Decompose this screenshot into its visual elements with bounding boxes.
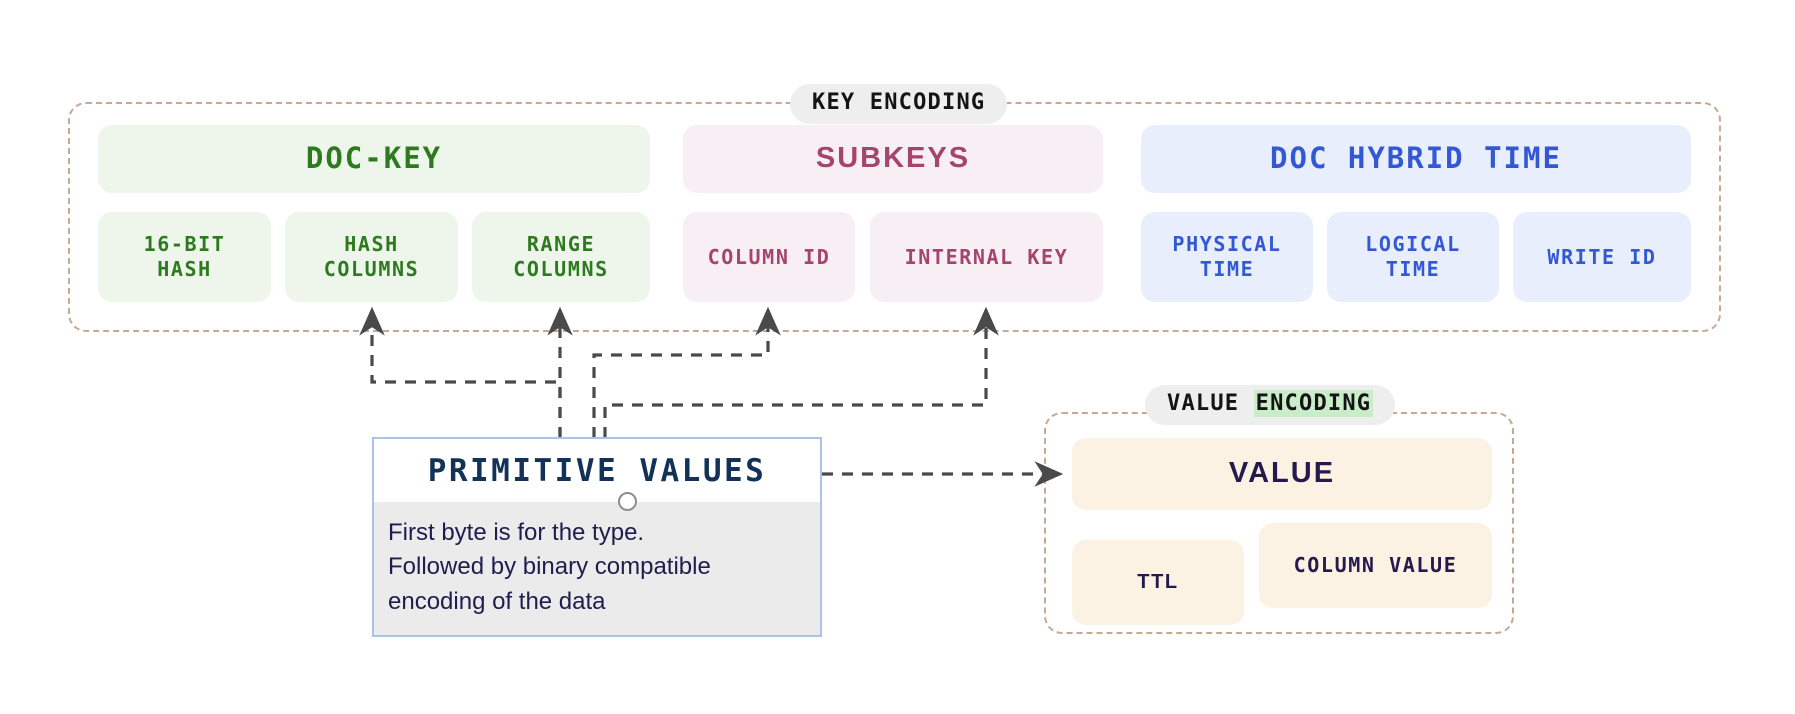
chip-internal-key-label: INTERNAL KEY [904, 244, 1069, 269]
subkeys-header[interactable]: SUBKEYS [683, 125, 1103, 193]
chip-16-bit-hash-label: 16-BIT HASH [143, 232, 226, 281]
chip-range-columns-label: RANGE COLUMNS [513, 232, 609, 281]
value-encoding-label-plain: VALUE [1167, 391, 1254, 416]
primitive-values-resize-handle[interactable] [618, 492, 637, 511]
key-encoding-label-plain: KEY [812, 90, 870, 115]
doc-key-header[interactable]: DOC-KEY [98, 125, 650, 193]
chip-column-id-label: COLUMN ID [707, 244, 831, 269]
chip-hash-columns[interactable]: HASH COLUMNS [285, 212, 458, 302]
chip-column-value-label: COLUMN VALUE [1293, 553, 1458, 578]
key-encoding-label-rest: ENCODING [869, 90, 986, 115]
chip-column-id[interactable]: COLUMN ID [683, 212, 855, 302]
value-header-label: VALUE [1228, 457, 1336, 490]
chip-logical-time-label: LOGICAL TIME [1365, 232, 1461, 281]
chip-physical-time[interactable]: PHYSICAL TIME [1141, 212, 1313, 302]
chip-column-value[interactable]: COLUMN VALUE [1259, 523, 1492, 608]
chip-write-id-label: WRITE ID [1547, 244, 1657, 269]
doc-key-header-label: DOC-KEY [305, 141, 443, 176]
value-encoding-group-label: VALUE ENCODING [1145, 385, 1396, 426]
value-encoding-label-rest: ENCODING [1253, 390, 1374, 417]
chip-ttl-label: TTL [1137, 571, 1179, 594]
doc-hybrid-time-header[interactable]: DOC HYBRID TIME [1141, 125, 1691, 193]
value-header[interactable]: VALUE [1072, 438, 1492, 510]
chip-internal-key[interactable]: INTERNAL KEY [870, 212, 1103, 302]
chip-write-id[interactable]: WRITE ID [1513, 212, 1691, 302]
chip-16-bit-hash[interactable]: 16-BIT HASH [98, 212, 271, 302]
doc-hybrid-time-header-label: DOC HYBRID TIME [1270, 141, 1562, 176]
primitive-values-title: PRIMITIVE VALUES [374, 439, 820, 502]
chip-range-columns[interactable]: RANGE COLUMNS [472, 212, 650, 302]
chip-hash-columns-label: HASH COLUMNS [323, 232, 420, 281]
chip-logical-time[interactable]: LOGICAL TIME [1327, 212, 1499, 302]
key-encoding-group-label: KEY ENCODING [790, 84, 1008, 125]
chip-physical-time-label: PHYSICAL TIME [1172, 232, 1282, 281]
primitive-values-body: First byte is for the type. Followed by … [374, 502, 820, 635]
primitive-values-node[interactable]: PRIMITIVE VALUES First byte is for the t… [372, 437, 822, 637]
chip-ttl[interactable]: TTL [1072, 540, 1244, 625]
subkeys-header-label: SUBKEYS [815, 142, 971, 175]
